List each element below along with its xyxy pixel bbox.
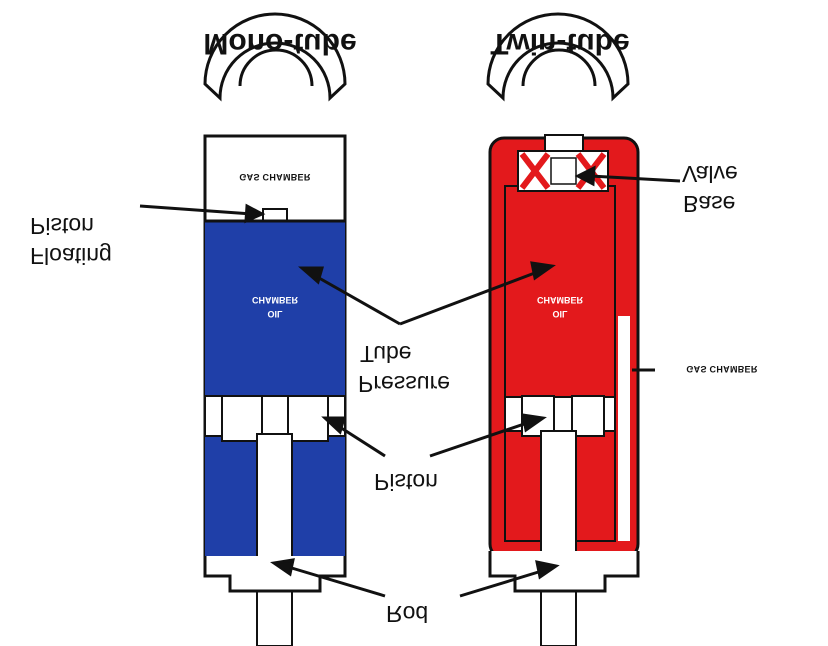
arrow-rod-mono xyxy=(284,564,386,598)
arrow-floating-piston xyxy=(139,204,253,216)
twin-bottom-cap xyxy=(488,551,640,593)
arrowhead-base-valve xyxy=(574,165,596,187)
twin-mount-eye xyxy=(486,12,630,102)
arrow-rod-twin xyxy=(459,568,546,598)
twin-mount-eye-inner xyxy=(521,48,597,87)
twin-rod xyxy=(540,430,577,646)
mono-rod xyxy=(256,433,293,646)
title-twin-tube: Twin-tube xyxy=(490,27,629,60)
label-oil-twin-2: CHAMBER xyxy=(537,295,583,305)
arrowhead-rod-twin xyxy=(535,560,560,580)
mono-piston-left xyxy=(221,395,263,442)
arrowhead-pressure-tube-mono xyxy=(298,266,324,285)
arrow-piston-twin xyxy=(429,420,531,458)
arrowhead-pressure-tube-twin xyxy=(530,261,556,281)
label-base: Base xyxy=(683,191,735,217)
mono-mount-eye-inner xyxy=(238,48,314,87)
twin-base-valve-cap xyxy=(544,134,584,152)
twin-gas-gap xyxy=(618,316,630,541)
mono-bottom-cap xyxy=(203,556,347,593)
mono-mount-eye xyxy=(203,12,347,102)
label-gas-chamber-twin: GAS CHAMBER xyxy=(686,364,758,374)
mono-oil-lower-left xyxy=(205,421,257,556)
mono-oil-chamber xyxy=(205,221,345,421)
arrowhead-rod-mono xyxy=(270,558,295,577)
twin-piston-right xyxy=(571,395,605,437)
label-oil-twin-1: OIL xyxy=(553,309,569,319)
twin-base-valve-core xyxy=(550,157,577,185)
mono-tube-shock xyxy=(203,12,347,646)
mono-oil-lower-right xyxy=(292,421,345,556)
arrowhead-piston-mono xyxy=(321,416,346,435)
label-rod: Rod xyxy=(386,601,428,627)
callout-arrows xyxy=(139,165,681,598)
title-mono-tube: Mono-tube xyxy=(203,27,356,60)
label-floating-1: Floating xyxy=(30,243,112,269)
twin-tube-shock xyxy=(486,12,640,646)
arrow-piston-mono xyxy=(334,422,386,458)
arrow-pressure-tube-twin xyxy=(399,269,541,326)
arrowhead-floating-piston xyxy=(244,203,266,224)
label-piston: Piston xyxy=(374,469,438,495)
arrow-pressure-tube-mono xyxy=(311,272,401,326)
label-valve: Valve xyxy=(682,161,738,187)
twin-base-valve-x-left xyxy=(519,152,551,190)
mono-piston-right xyxy=(287,395,329,442)
label-floating-2: Piston xyxy=(30,213,94,239)
diagram-labels: Mono-tube Twin-tube GAS CHAMBER GAS CHAM… xyxy=(30,27,758,627)
label-pressure: Pressure xyxy=(358,371,450,397)
label-tube: Tube xyxy=(360,341,412,367)
label-gas-chamber-mono: GAS CHAMBER xyxy=(239,172,311,182)
arrow-base-valve xyxy=(589,174,681,183)
label-oil-mono-2: CHAMBER xyxy=(252,295,298,305)
label-oil-mono-1: OIL xyxy=(268,309,284,319)
arrowhead-piston-twin xyxy=(521,413,547,433)
